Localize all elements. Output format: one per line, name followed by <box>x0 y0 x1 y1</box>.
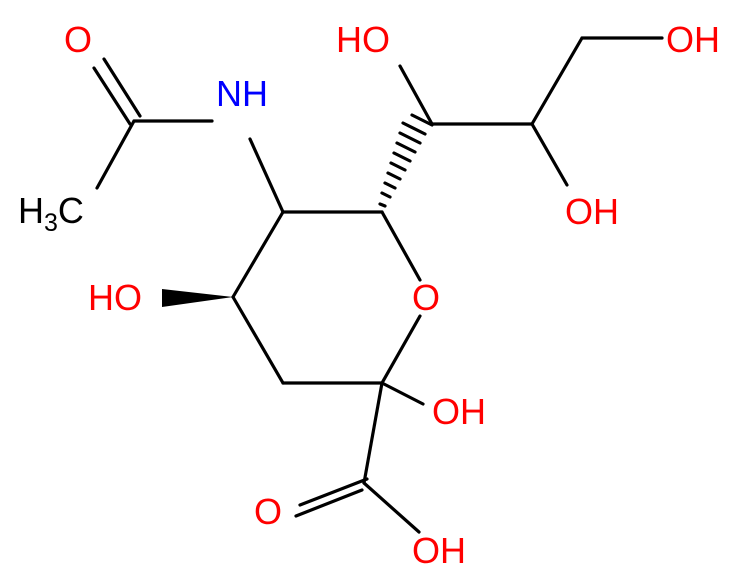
bond-co-double-b <box>92 66 132 126</box>
bond-c7-ho <box>398 64 434 126</box>
bond-c-ch3 <box>95 119 136 190</box>
bond-n-c5 <box>248 137 285 214</box>
carboxyl-hydroxyl-label: OH <box>412 530 466 571</box>
hydroxyl-label-anomeric: OH <box>432 391 486 432</box>
ring-oxygen-label: O <box>412 277 440 318</box>
bond-c2-cooh <box>362 381 384 485</box>
hydroxyl-label-left: HO <box>88 277 142 318</box>
bond-c6-o-ring <box>380 210 422 282</box>
atom-labels: O NH H3C HO OH OH HO O OH O OH <box>18 19 720 571</box>
bond-c8-c9 <box>530 36 584 126</box>
bond-c2-oh <box>380 381 425 406</box>
hydroxyl-label-top-left: HO <box>336 19 390 60</box>
methyl-subscript: 3 <box>44 209 58 237</box>
hash-bond-c6-c7 <box>378 113 434 208</box>
oxygen-label-acetyl: O <box>64 19 92 60</box>
carboxyl-oxygen-label: O <box>254 491 282 532</box>
nitrogen-label-nh: NH <box>216 73 268 114</box>
bond-cooh-oh <box>362 481 421 534</box>
methyl-label: H3C <box>18 190 84 237</box>
bond-c4-c5 <box>231 210 285 299</box>
bond-cooh-double-b <box>294 488 364 518</box>
bond-co-double-a <box>102 57 142 118</box>
hydroxyl-label-mid: OH <box>565 191 619 232</box>
bond-cooh-double-a <box>298 477 369 507</box>
bond-c3-c4 <box>231 295 285 385</box>
bonds <box>92 36 664 534</box>
methyl-c: C <box>58 190 84 231</box>
bond-o-ring-c2 <box>380 314 422 385</box>
bond-c8-oh <box>530 122 569 187</box>
methyl-h: H <box>18 190 44 231</box>
hydroxyl-label-top-right: OH <box>666 19 720 60</box>
wedge-bond-c4-ho <box>162 289 233 307</box>
